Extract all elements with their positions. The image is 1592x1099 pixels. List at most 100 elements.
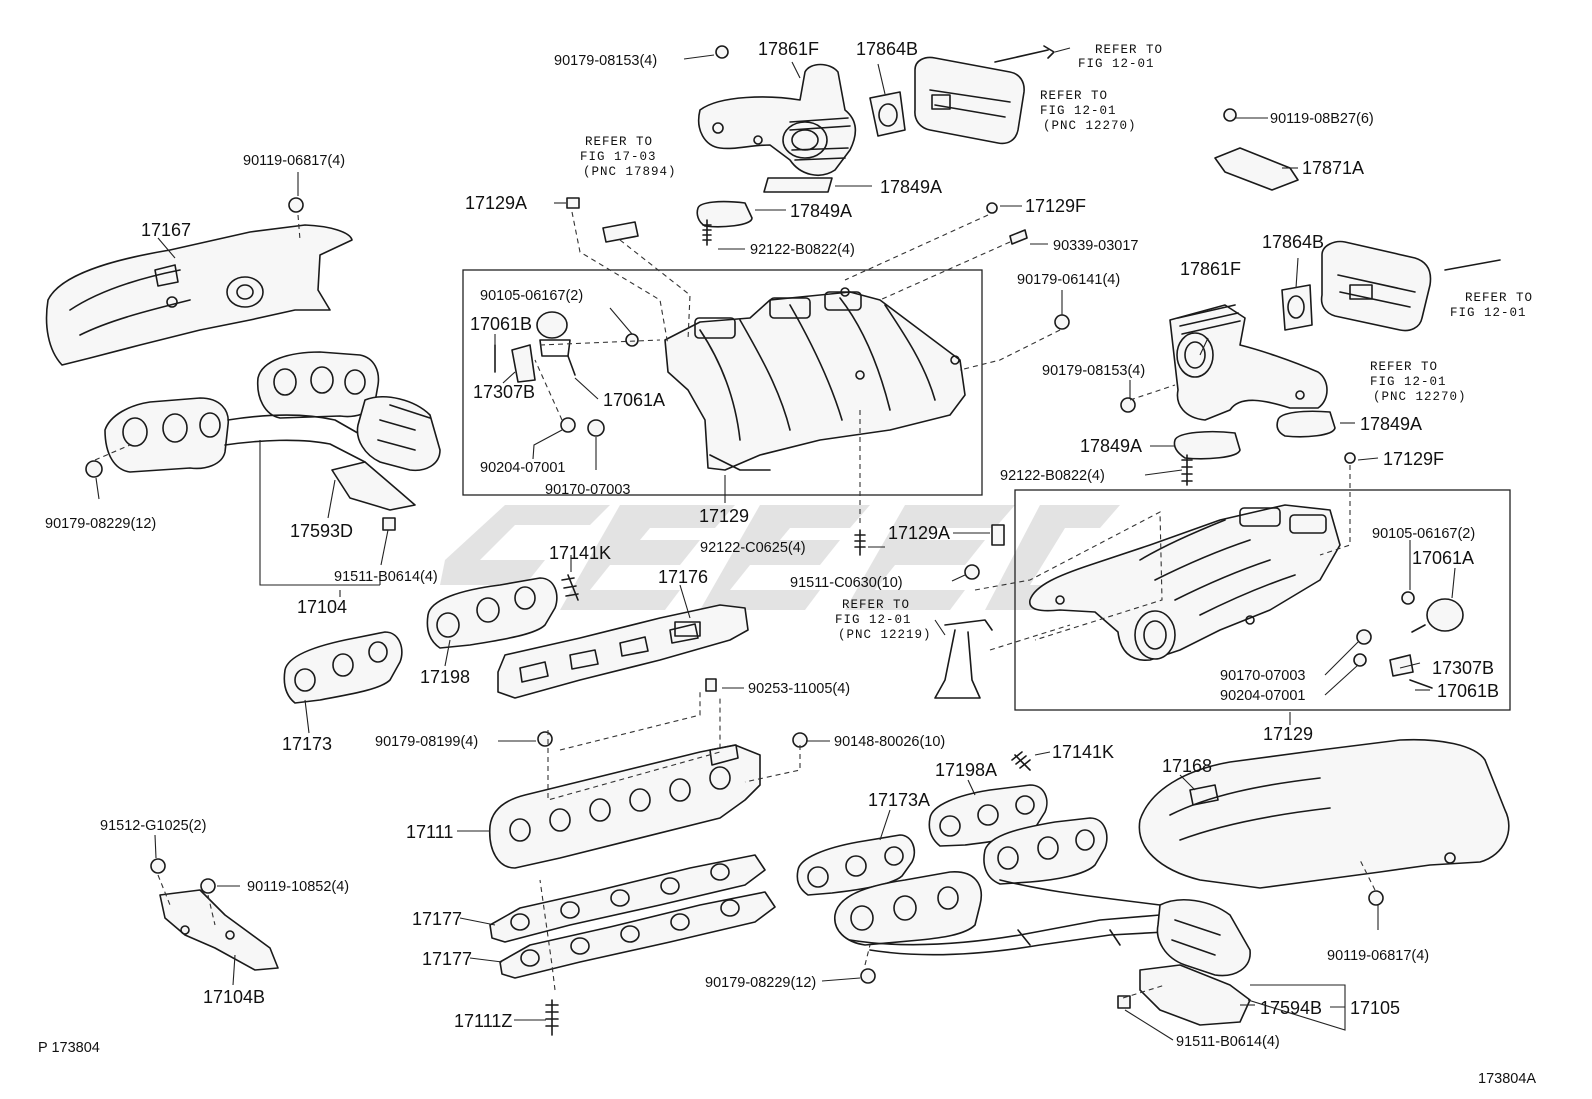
label-refer-12-01-c: REFER TO [1465, 291, 1533, 305]
intake-gasket-17176 [497, 604, 749, 699]
label-90119-10852: 90119-10852(4) [247, 879, 349, 895]
label-17177-a: 17177 [412, 909, 462, 929]
label-17104: 17104 [297, 597, 347, 617]
leader-lines [95, 54, 1456, 1041]
label-90179-08153-right: 90179-08153(4) [1042, 363, 1145, 379]
gasket-17864b-top [869, 91, 906, 137]
label-17849a-right2: 17849A [1080, 436, 1142, 456]
nut-90179-08229-left [85, 460, 103, 478]
label-refer-12-01-a2: FIG 12-01 [1078, 57, 1155, 71]
gasket-17177-a [489, 854, 766, 943]
label-90119-08b27: 90119-08B27(6) [1270, 111, 1374, 127]
label-17173a: 17173A [868, 790, 930, 810]
label-17198: 17198 [420, 667, 470, 687]
bolt-91512-g1025 [150, 858, 166, 874]
label-17061a-left: 17061A [603, 390, 665, 410]
nut-90179-08199 [537, 731, 553, 747]
label-17129-right: 17129 [1263, 724, 1313, 744]
label-refer-17-03-2: FIG 17-03 [580, 150, 657, 164]
label-90170-07003-right: 90170-07003 [1220, 668, 1305, 684]
gasket-17864b-right [1281, 284, 1313, 331]
label-17871a: 17871A [1302, 158, 1364, 178]
label-17104b: 17104B [203, 987, 265, 1007]
label-17177-b: 17177 [422, 949, 472, 969]
bolt-90148-80026 [792, 732, 808, 748]
label-17861f-top: 17861F [758, 39, 819, 59]
bolt-90119-06817-left [288, 197, 304, 213]
bolt-17129f-right [1344, 452, 1356, 464]
label-refer-12-01-c2: FIG 12-01 [1450, 306, 1527, 320]
bolt-90105-right [1401, 591, 1415, 605]
label-17307b-right: 17307B [1432, 658, 1494, 678]
label-17111: 17111 [406, 822, 453, 842]
label-90119-06817-left: 90119-06817(4) [243, 153, 345, 169]
nut-90179-08153-right [1120, 397, 1136, 413]
nut-90170-left [587, 419, 605, 437]
gasket-17849a-right2 [1173, 430, 1241, 460]
label-refer-17-03: REFER TO [585, 135, 653, 149]
label-17129a-mid: 17129A [888, 523, 950, 543]
bolt-90105-left [625, 333, 639, 347]
label-17129f-right: 17129F [1383, 449, 1444, 469]
hose-90339-03017 [1009, 229, 1028, 245]
intake-manifold-left [664, 287, 966, 471]
gasket-17173 [283, 631, 403, 704]
label-refer-17-03-3: (PNC 17894) [583, 165, 677, 179]
hose-17061b-right [1409, 679, 1433, 689]
gasket-17173a [796, 834, 916, 896]
egr-valve-cover-right [1320, 240, 1432, 332]
label-17176: 17176 [658, 567, 708, 587]
label-91512-g1025: 91512-G1025(2) [100, 818, 206, 834]
bolt-right-egr-cover [1444, 259, 1501, 271]
label-91511-c0630: 91511-C0630(10) [790, 575, 903, 591]
label-refer-12-01-d3: (PNC 12270) [1373, 390, 1467, 404]
label-90119-06817-right: 90119-06817(4) [1327, 948, 1429, 964]
watermark-logo [440, 505, 1120, 610]
label-refer-12-01-e2: FIG 12-01 [835, 613, 912, 627]
label-90253-11005: 90253-11005(4) [748, 681, 850, 697]
label-17141k-left: 17141K [549, 543, 611, 563]
label-17105: 17105 [1350, 998, 1400, 1018]
label-90204-07001-left: 90204-07001 [480, 460, 565, 476]
label-17129f-top: 17129F [1025, 196, 1086, 216]
part-labels: 90179-08153(4) 17861F 17864B REFER TO FI… [38, 39, 1536, 1087]
label-refer-12-01-e3: (PNC 12219) [838, 628, 932, 642]
gasket-17849a-right1 [1276, 410, 1336, 438]
nut-90170-right [1356, 629, 1372, 645]
nut-90179-08153 [715, 45, 729, 59]
bracket-17104b [159, 889, 279, 971]
label-90179-08153-top: 90179-08153(4) [554, 53, 657, 69]
gasket-17849a-top2 [696, 200, 753, 228]
label-17849a-right1: 17849A [1360, 414, 1422, 434]
label-refer-12-01-a: REFER TO [1095, 43, 1163, 57]
bolt-90119-06817-right [1368, 890, 1384, 906]
bolt-17129f-top [986, 202, 998, 214]
label-17061b-right: 17061B [1437, 681, 1499, 701]
label-91511-b0614-left: 91511-B0614(4) [334, 569, 438, 585]
bracket-12219 [934, 619, 993, 699]
label-17198a: 17198A [935, 760, 997, 780]
vsv-17061a-left [536, 311, 576, 376]
label-90148-80026: 90148-80026(10) [834, 734, 945, 750]
nut-90179-06141 [1054, 314, 1070, 330]
intake-plenum-17111 [489, 744, 761, 869]
label-17307b-left: 17307B [473, 382, 535, 402]
label-92122-c0625: 92122-C0625(4) [700, 540, 806, 556]
label-refer-12-01-b2: FIG 12-01 [1040, 104, 1117, 118]
nut-90204-right [1353, 653, 1367, 667]
label-90339-03017: 90339-03017 [1053, 238, 1138, 254]
label-90179-08229-left: 90179-08229(12) [45, 516, 156, 532]
label-92122-b0822-right: 92122-B0822(4) [1000, 468, 1105, 484]
intake-manifold-right [1029, 504, 1341, 661]
egr-pipe-right [1169, 304, 1328, 421]
label-17111z: 17111Z [454, 1011, 512, 1031]
right-manifold-frame [1014, 489, 1511, 711]
label-91511-b0614-right: 91511-B0614(4) [1176, 1034, 1280, 1050]
label-17849a-top1: 17849A [880, 177, 942, 197]
bolt-17129a-mid [991, 524, 1005, 546]
footer-page-code: P 173804 [38, 1040, 100, 1056]
label-refer-12-01-b: REFER TO [1040, 89, 1108, 103]
gasket-17177-b [499, 891, 776, 979]
bolt-91511-c0630 [964, 564, 980, 580]
